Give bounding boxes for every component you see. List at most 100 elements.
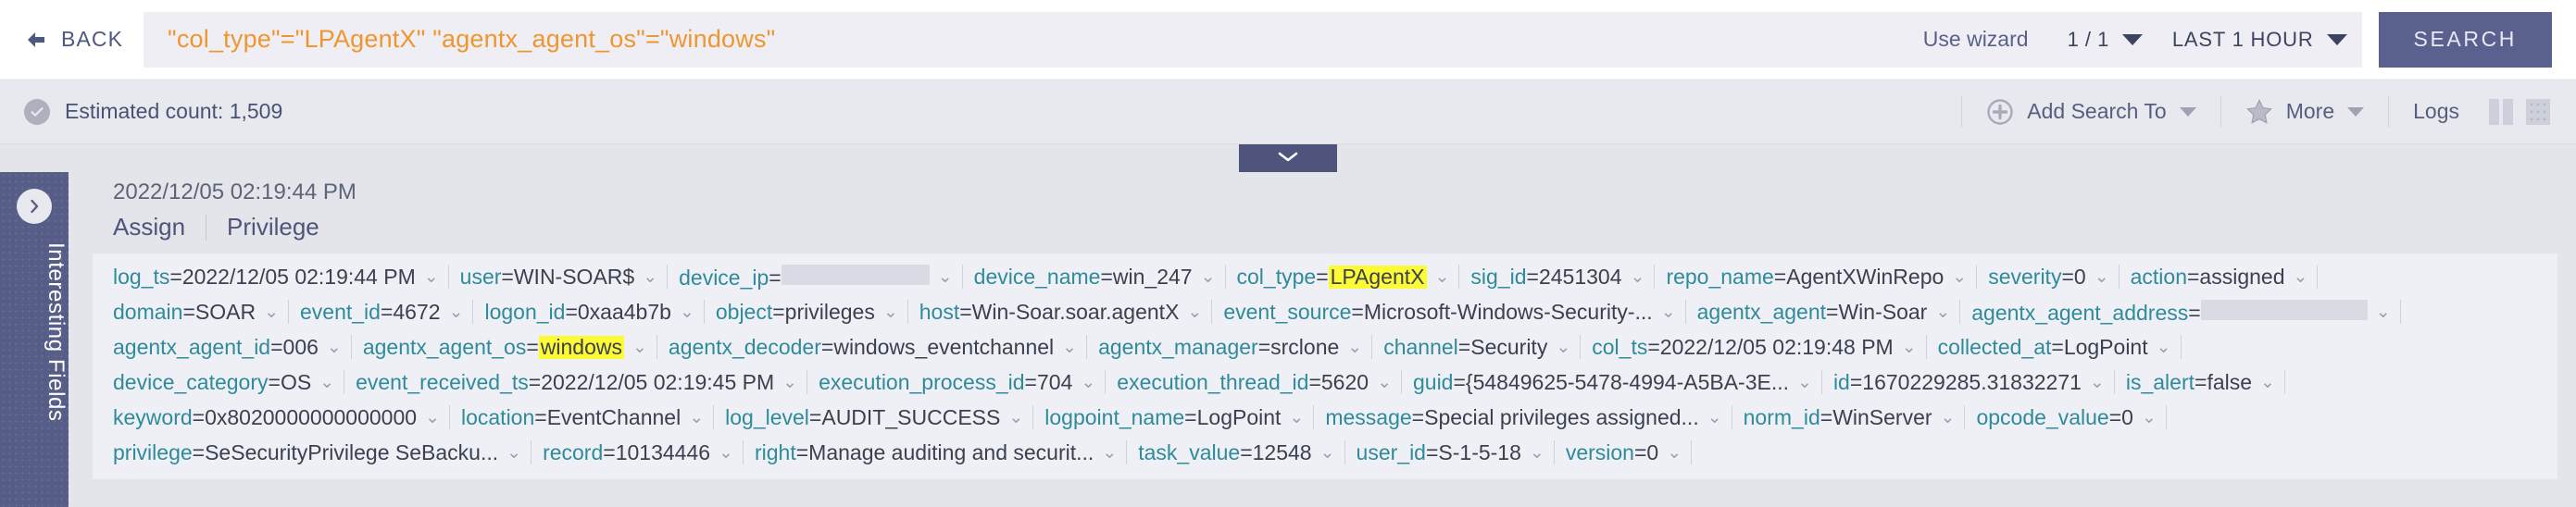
field-chip-log_level[interactable]: log_level=AUDIT_SUCCESS⌄ bbox=[714, 406, 1032, 428]
field-chip-event_source[interactable]: event_source=Microsoft-Windows-Security-… bbox=[1212, 301, 1684, 323]
collapse-panel-tab[interactable] bbox=[1239, 144, 1337, 172]
chevron-down-icon[interactable]: ⌄ bbox=[1200, 266, 1216, 287]
field-chip-repo_name[interactable]: repo_name=AgentXWinRepo⌄ bbox=[1655, 266, 1976, 288]
field-chip-location[interactable]: location=EventChannel⌄ bbox=[450, 406, 713, 428]
field-chip-right[interactable]: right=Manage auditing and securit...⌄ bbox=[744, 441, 1126, 464]
chevron-down-icon[interactable]: ⌄ bbox=[1630, 266, 1645, 287]
field-chip-col_type[interactable]: col_type=LPAgentX⌄ bbox=[1226, 265, 1459, 289]
chevron-down-icon[interactable]: ⌄ bbox=[782, 371, 798, 392]
chevron-right-circle-icon[interactable] bbox=[17, 189, 52, 224]
field-chip-agentx_agent_address[interactable]: agentx_agent_address=⌄ bbox=[1960, 300, 2399, 324]
field-chip-keyword[interactable]: keyword=0x8020000000000000⌄ bbox=[102, 406, 449, 428]
field-chip-device_category[interactable]: device_category=OS⌄ bbox=[102, 371, 344, 393]
field-chip-is_alert[interactable]: is_alert=false⌄ bbox=[2115, 371, 2284, 393]
field-chip-collected_at[interactable]: collected_at=LogPoint⌄ bbox=[1927, 336, 2181, 358]
chevron-down-icon[interactable]: ⌄ bbox=[2089, 371, 2105, 392]
field-chip-privilege[interactable]: privilege=SeSecurityPrivilege SeBacku...… bbox=[102, 441, 531, 464]
field-chip-logon_id[interactable]: logon_id=0xaa4b7b⌄ bbox=[473, 301, 703, 323]
chevron-down-icon[interactable]: ⌄ bbox=[2094, 266, 2109, 287]
field-chip-id[interactable]: id=1670229285.31832271⌄ bbox=[1822, 371, 2114, 393]
chevron-down-icon[interactable]: ⌄ bbox=[2260, 371, 2275, 392]
field-chip-logpoint_name[interactable]: logpoint_name=LogPoint⌄ bbox=[1033, 406, 1313, 428]
field-chip-execution_thread_id[interactable]: execution_thread_id=5620⌄ bbox=[1106, 371, 1401, 393]
field-chip-event_received_ts[interactable]: event_received_ts=2022/12/05 02:19:45 PM… bbox=[344, 371, 807, 393]
chevron-down-icon[interactable]: ⌄ bbox=[264, 301, 279, 322]
chevron-down-icon[interactable]: ⌄ bbox=[1377, 371, 1392, 392]
field-chip-guid[interactable]: guid={54849625-5478-4994-A5BA-3E...⌄ bbox=[1402, 371, 1821, 393]
chevron-down-icon[interactable]: ⌄ bbox=[1797, 371, 1812, 392]
chevron-down-icon[interactable]: ⌄ bbox=[425, 406, 440, 427]
chevron-down-icon[interactable]: ⌄ bbox=[1901, 336, 1917, 357]
chevron-down-icon[interactable]: ⌄ bbox=[882, 301, 898, 322]
chevron-down-icon[interactable]: ⌄ bbox=[1952, 266, 1968, 287]
chevron-down-icon[interactable]: ⌄ bbox=[1529, 441, 1544, 463]
chevron-down-icon[interactable]: ⌄ bbox=[719, 441, 733, 463]
field-chip-version[interactable]: version=0⌄ bbox=[1555, 441, 1691, 464]
chevron-down-icon[interactable]: ⌄ bbox=[1940, 406, 1956, 427]
chevron-down-icon[interactable]: ⌄ bbox=[506, 441, 522, 463]
chevron-down-icon[interactable]: ⌄ bbox=[1935, 301, 1951, 322]
field-chip-message[interactable]: message=Special privileges assigned...⌄ bbox=[1314, 406, 1731, 428]
chevron-down-icon[interactable]: ⌄ bbox=[937, 266, 953, 287]
chevron-down-icon[interactable]: ⌄ bbox=[1667, 441, 1682, 463]
split-view-icon[interactable] bbox=[2487, 96, 2515, 128]
chevron-down-icon[interactable]: ⌄ bbox=[1289, 406, 1305, 427]
chevron-down-icon[interactable]: ⌄ bbox=[1187, 301, 1203, 322]
field-chip-user[interactable]: user=WIN-SOAR$⌄ bbox=[449, 266, 667, 288]
field-chip-agentx_agent_id[interactable]: agentx_agent_id=006⌄ bbox=[102, 336, 351, 358]
search-query-input[interactable]: "col_type"="LPAgentX" "agentx_agent_os"=… bbox=[144, 11, 1899, 68]
field-chip-col_ts[interactable]: col_ts=2022/12/05 02:19:48 PM⌄ bbox=[1581, 336, 1925, 358]
chevron-down-icon[interactable]: ⌄ bbox=[1556, 336, 1571, 357]
field-chip-agentx_agent[interactable]: agentx_agent=Win-Soar⌄ bbox=[1686, 301, 1960, 323]
field-chip-action[interactable]: action=assigned⌄ bbox=[2120, 266, 2318, 288]
chevron-down-icon[interactable]: ⌄ bbox=[1062, 336, 1078, 357]
field-chip-object[interactable]: object=privileges⌄ bbox=[705, 301, 907, 323]
privilege-link[interactable]: Privilege bbox=[227, 213, 319, 241]
chevron-down-icon[interactable]: ⌄ bbox=[319, 371, 335, 392]
field-chip-record[interactable]: record=10134446⌄ bbox=[531, 441, 743, 464]
field-chip-opcode_value[interactable]: opcode_value=0⌄ bbox=[1965, 406, 2165, 428]
chevron-down-icon[interactable]: ⌄ bbox=[632, 336, 647, 357]
search-button[interactable]: SEARCH bbox=[2378, 11, 2552, 68]
use-wizard-button[interactable]: Use wizard bbox=[1922, 27, 2029, 51]
field-chip-event_id[interactable]: event_id=4672⌄ bbox=[289, 301, 473, 323]
field-chip-severity[interactable]: severity=0⌄ bbox=[1977, 266, 2118, 288]
field-chip-host[interactable]: host=Win-Soar.soar.agentX⌄ bbox=[908, 301, 1212, 323]
field-chip-domain[interactable]: domain=SOAR⌄ bbox=[102, 301, 288, 323]
chevron-down-icon[interactable]: ⌄ bbox=[448, 301, 464, 322]
chevron-down-icon[interactable]: ⌄ bbox=[423, 266, 439, 287]
field-chip-task_value[interactable]: task_value=12548⌄ bbox=[1127, 441, 1344, 464]
field-chip-execution_process_id[interactable]: execution_process_id=704⌄ bbox=[807, 371, 1105, 393]
time-range-selector[interactable]: LAST 1 HOUR bbox=[2157, 28, 2362, 52]
chevron-down-icon[interactable]: ⌄ bbox=[1319, 441, 1335, 463]
back-button[interactable]: BACK bbox=[24, 27, 123, 52]
chevron-down-icon[interactable]: ⌄ bbox=[689, 406, 705, 427]
chevron-down-icon[interactable]: ⌄ bbox=[2375, 301, 2391, 322]
field-chip-channel[interactable]: channel=Security⌄ bbox=[1372, 336, 1580, 358]
chevron-down-icon[interactable]: ⌄ bbox=[643, 266, 658, 287]
chevron-down-icon[interactable]: ⌄ bbox=[1102, 441, 1118, 463]
add-search-to-button[interactable]: Add Search To bbox=[1962, 98, 2220, 126]
interesting-fields-sidebar[interactable]: Interesting Fields bbox=[0, 172, 69, 507]
chevron-down-icon[interactable]: ⌄ bbox=[1434, 266, 1450, 287]
chevron-down-icon[interactable]: ⌄ bbox=[1008, 406, 1024, 427]
chevron-down-icon[interactable]: ⌄ bbox=[326, 336, 342, 357]
field-chip-device_ip[interactable]: device_ip=⌄ bbox=[668, 265, 962, 289]
field-chip-agentx_manager[interactable]: agentx_manager=srclone⌄ bbox=[1087, 336, 1371, 358]
field-chip-user_id[interactable]: user_id=S-1-5-18⌄ bbox=[1345, 441, 1554, 464]
field-chip-log_ts[interactable]: log_ts=2022/12/05 02:19:44 PM⌄ bbox=[102, 266, 448, 288]
field-chip-device_name[interactable]: device_name=win_247⌄ bbox=[963, 266, 1225, 288]
field-chip-norm_id[interactable]: norm_id=WinServer⌄ bbox=[1732, 406, 1965, 428]
field-chip-agentx_agent_os[interactable]: agentx_agent_os=windows⌄ bbox=[352, 335, 657, 359]
more-button[interactable]: More bbox=[2221, 98, 2388, 126]
chevron-down-icon[interactable]: ⌄ bbox=[1660, 301, 1676, 322]
chevron-down-icon[interactable]: ⌄ bbox=[1081, 371, 1096, 392]
page-selector[interactable]: 1 / 1 bbox=[2053, 28, 2157, 52]
chevron-down-icon[interactable]: ⌄ bbox=[2141, 406, 2157, 427]
chevron-down-icon[interactable]: ⌄ bbox=[1707, 406, 1722, 427]
field-chip-sig_id[interactable]: sig_id=2451304⌄ bbox=[1459, 266, 1654, 288]
chevron-down-icon[interactable]: ⌄ bbox=[679, 301, 694, 322]
grid-view-icon[interactable] bbox=[2524, 96, 2552, 128]
chevron-down-icon[interactable]: ⌄ bbox=[1347, 336, 1363, 357]
field-chip-agentx_decoder[interactable]: agentx_decoder=windows_eventchannel⌄ bbox=[657, 336, 1086, 358]
